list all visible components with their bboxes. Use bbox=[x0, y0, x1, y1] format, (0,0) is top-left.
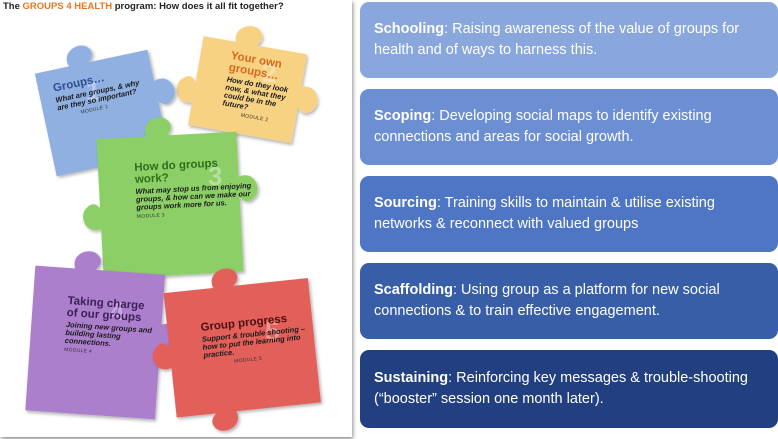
puzzle-piece-module-4 bbox=[25, 251, 180, 420]
stage-name: Schooling bbox=[374, 21, 445, 38]
module-4-text: Taking charge of our groups Joining new … bbox=[64, 295, 158, 359]
stage-name: Sustaining bbox=[374, 370, 449, 387]
module-3-text: How do groups work? What may stop us fro… bbox=[134, 156, 261, 220]
module-number-3: 3 bbox=[208, 161, 222, 191]
stage-schooling: Schooling: Raising awareness of the valu… bbox=[360, 2, 778, 78]
puzzle-piece-module-2 bbox=[176, 26, 318, 143]
stage-name: Scaffolding bbox=[374, 282, 453, 299]
stage-description: : Developing social maps to identify exi… bbox=[374, 108, 712, 145]
module-number-2: 2 bbox=[262, 58, 276, 88]
module-4-body: Joining new groups and building lasting … bbox=[64, 320, 153, 348]
stage-text: Scoping: Developing social maps to ident… bbox=[374, 106, 764, 147]
stage-description: : Reinforcing key messages & trouble-sho… bbox=[374, 370, 748, 407]
stage-scoping: Scoping: Developing social maps to ident… bbox=[360, 89, 778, 165]
figure-title: The GROUPS 4 HEALTH program: How does it… bbox=[3, 1, 284, 12]
stage-sourcing: Sourcing: Training skills to maintain & … bbox=[360, 176, 778, 252]
stage-text: Sourcing: Training skills to maintain & … bbox=[374, 193, 764, 234]
module-number-1: 1 bbox=[86, 76, 100, 106]
title-suffix: program: How does it all fit together? bbox=[112, 1, 284, 12]
stage-name: Scoping bbox=[374, 108, 432, 125]
stage-sustaining: Sustaining: Reinforcing key messages & t… bbox=[360, 350, 778, 428]
stage-text: Schooling: Raising awareness of the valu… bbox=[374, 19, 764, 60]
puzzle-pieces: 1 2 3 4 5 bbox=[25, 26, 321, 431]
puzzle-piece-module-3 bbox=[83, 117, 258, 279]
module-number-5: 5 bbox=[265, 316, 279, 346]
puzzle-piece-module-5 bbox=[152, 268, 321, 431]
module-number-4: 4 bbox=[110, 296, 125, 326]
stage-description: : Training skills to maintain & utilise … bbox=[374, 195, 715, 232]
stage-name: Sourcing bbox=[374, 195, 437, 212]
title-accent: GROUPS 4 HEALTH bbox=[22, 1, 113, 12]
stage-text: Sustaining: Reinforcing key messages & t… bbox=[374, 368, 764, 409]
module-3-body: What may stop us from enjoying groups, &… bbox=[135, 181, 252, 212]
puzzle-figure: The GROUPS 4 HEALTH program: How does it… bbox=[0, 0, 352, 437]
stage-scaffolding: Scaffolding: Using group as a platform f… bbox=[360, 263, 778, 339]
stage-description: : Raising awareness of the value of grou… bbox=[374, 21, 740, 58]
module-2-text: Your own groups… How do they look now, &… bbox=[221, 50, 301, 127]
stage-description: : Using group as a platform for new soci… bbox=[374, 282, 720, 319]
module-3-title: How do groups work? bbox=[134, 157, 219, 187]
title-prefix: The bbox=[3, 1, 23, 12]
stage-text: Scaffolding: Using group as a platform f… bbox=[374, 280, 764, 321]
